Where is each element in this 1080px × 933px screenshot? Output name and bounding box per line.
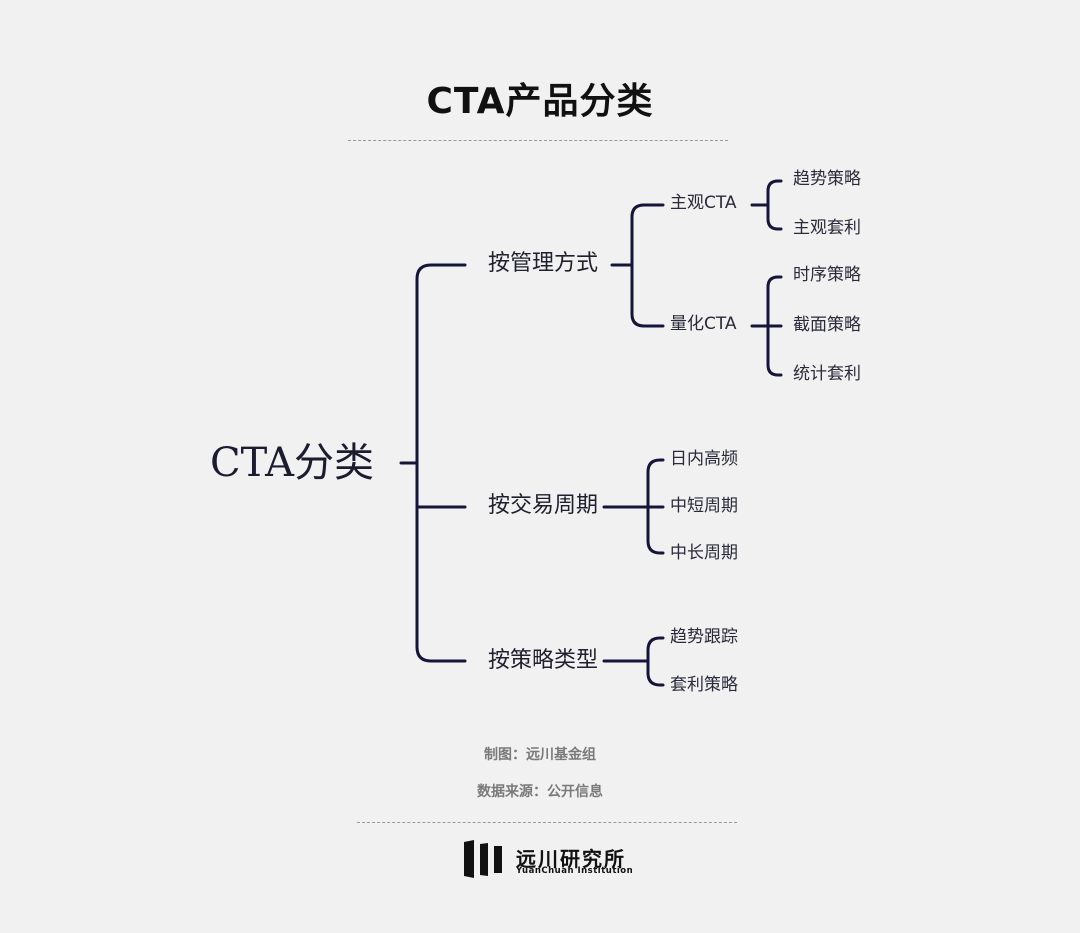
node-trend-following: 趋势跟踪 bbox=[670, 627, 738, 647]
leaf-time-series-strategy: 时序策略 bbox=[793, 265, 861, 285]
branch-management-style: 按管理方式 bbox=[488, 251, 599, 276]
root-node: CTA分类 bbox=[210, 440, 374, 486]
leaf-cross-section-strategy: 截面策略 bbox=[793, 315, 861, 335]
page-title: CTA产品分类 bbox=[426, 81, 654, 122]
branch-strategy-type: 按策略类型 bbox=[488, 648, 599, 673]
leaf-statistical-arbitrage: 统计套利 bbox=[793, 364, 861, 384]
node-short-medium-cycle: 中短周期 bbox=[670, 496, 738, 516]
top-divider bbox=[348, 140, 728, 141]
node-quant-cta: 量化CTA bbox=[670, 314, 737, 334]
chart-credit: 制图：远川基金组 bbox=[484, 747, 596, 763]
node-subjective-cta: 主观CTA bbox=[670, 193, 737, 213]
strategy-connector-spine bbox=[646, 636, 665, 687]
subjective-connector-spine bbox=[766, 179, 783, 231]
data-source: 数据来源：公开信息 bbox=[477, 784, 603, 800]
logo-mark-icon bbox=[464, 840, 502, 878]
root-connector-spine bbox=[415, 263, 467, 663]
logo-english-name: YuanChuan Institution bbox=[516, 866, 634, 876]
node-arbitrage-strategy: 套利策略 bbox=[670, 675, 738, 695]
logo-chinese-name: 远川研究所 bbox=[516, 847, 626, 871]
node-medium-long-cycle: 中长周期 bbox=[670, 543, 738, 563]
leaf-subjective-arbitrage: 主观套利 bbox=[793, 218, 861, 238]
leaf-trend-strategy: 趋势策略 bbox=[793, 169, 861, 189]
branch-trading-cycle: 按交易周期 bbox=[488, 493, 599, 518]
node-intraday-high-frequency: 日内高频 bbox=[670, 449, 738, 469]
bottom-divider bbox=[357, 822, 737, 823]
management-connector-spine bbox=[630, 203, 665, 328]
